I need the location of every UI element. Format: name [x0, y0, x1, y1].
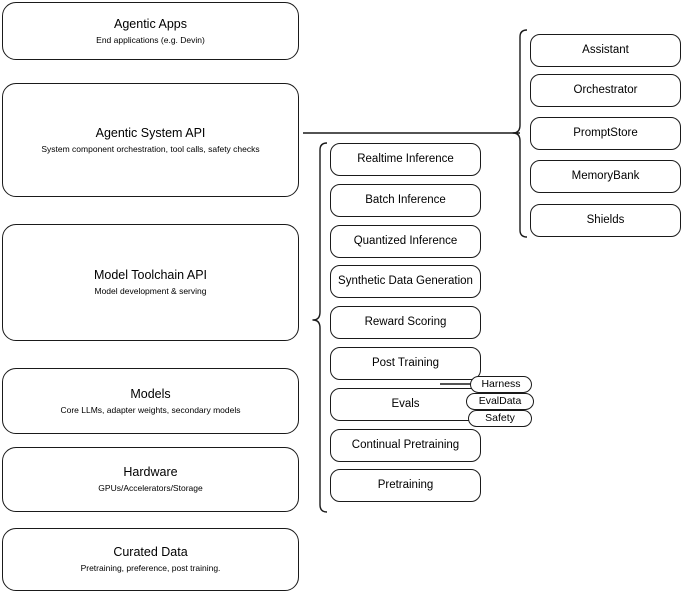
toolchain-item-reward-scoring[interactable]: Reward Scoring [330, 306, 481, 339]
layer-model-toolchain-api[interactable]: Model Toolchain API Model development & … [2, 224, 299, 341]
chip-label: Safety [485, 412, 515, 424]
layer-title: Curated Data [113, 545, 188, 559]
toolchain-item-continual-pretraining[interactable]: Continual Pretraining [330, 429, 481, 462]
eval-chip-harness[interactable]: Harness [470, 376, 532, 393]
item-label: Pretraining [377, 479, 434, 491]
eval-chip-evaldata[interactable]: EvalData [466, 393, 534, 410]
toolchain-item-post-training[interactable]: Post Training [330, 347, 481, 380]
system-item-memorybank[interactable]: MemoryBank [530, 160, 681, 193]
layer-models[interactable]: Models Core LLMs, adapter weights, secon… [2, 368, 299, 434]
layer-title: Hardware [123, 465, 178, 479]
layer-title: Models [130, 386, 171, 401]
system-item-orchestrator[interactable]: Orchestrator [530, 74, 681, 107]
toolchain-item-evals[interactable]: Evals [330, 388, 481, 421]
item-label: Reward Scoring [364, 316, 447, 328]
item-label: Shields [586, 214, 625, 226]
toolchain-item-batch-inference[interactable]: Batch Inference [330, 184, 481, 217]
item-label: Assistant [582, 44, 629, 56]
layer-subtitle: Model development & serving [94, 286, 207, 296]
layer-title: Model Toolchain API [93, 268, 208, 282]
layer-subtitle: GPUs/Accelerators/Storage [98, 483, 203, 493]
system-item-assistant[interactable]: Assistant [530, 34, 681, 67]
item-label: MemoryBank [571, 170, 640, 182]
layer-subtitle: Pretraining, preference, post training. [80, 563, 221, 573]
layer-hardware[interactable]: Hardware GPUs/Accelerators/Storage [2, 447, 299, 512]
layer-agentic-system-api[interactable]: Agentic System API System component orch… [2, 83, 299, 197]
item-label: Evals [391, 398, 420, 410]
layer-curated-data[interactable]: Curated Data Pretraining, preference, po… [2, 528, 299, 591]
item-label: PromptStore [573, 127, 638, 139]
item-label: Synthetic Data Generation [338, 275, 473, 287]
item-label: Batch Inference [365, 194, 446, 206]
system-item-shields[interactable]: Shields [530, 204, 681, 237]
toolchain-item-realtime-inference[interactable]: Realtime Inference [330, 143, 481, 176]
brace-system-components [512, 29, 528, 238]
item-label: Post Training [371, 357, 440, 369]
item-label: Continual Pretraining [351, 439, 460, 451]
layer-subtitle: System component orchestration, tool cal… [41, 143, 260, 154]
layer-subtitle: End applications (e.g. Devin) [96, 34, 205, 45]
system-item-promptstore[interactable]: PromptStore [530, 117, 681, 150]
toolchain-item-pretraining[interactable]: Pretraining [330, 469, 481, 502]
item-label: Orchestrator [573, 84, 638, 96]
layer-title: Agentic Apps [114, 16, 187, 31]
toolchain-item-quantized-inference[interactable]: Quantized Inference [330, 225, 481, 258]
layer-subtitle: Core LLMs, adapter weights, secondary mo… [60, 404, 241, 415]
item-label: Realtime Inference [357, 153, 454, 165]
layer-agentic-apps[interactable]: Agentic Apps End applications (e.g. Devi… [2, 2, 299, 60]
eval-chip-safety[interactable]: Safety [468, 410, 532, 427]
toolchain-item-synthetic-data-generation[interactable]: Synthetic Data Generation [330, 265, 481, 298]
item-label: Quantized Inference [353, 235, 458, 247]
chip-label: Harness [481, 378, 521, 390]
chip-label: EvalData [478, 395, 522, 407]
brace-toolchain-components [312, 142, 328, 513]
layer-title: Agentic System API [95, 125, 206, 140]
